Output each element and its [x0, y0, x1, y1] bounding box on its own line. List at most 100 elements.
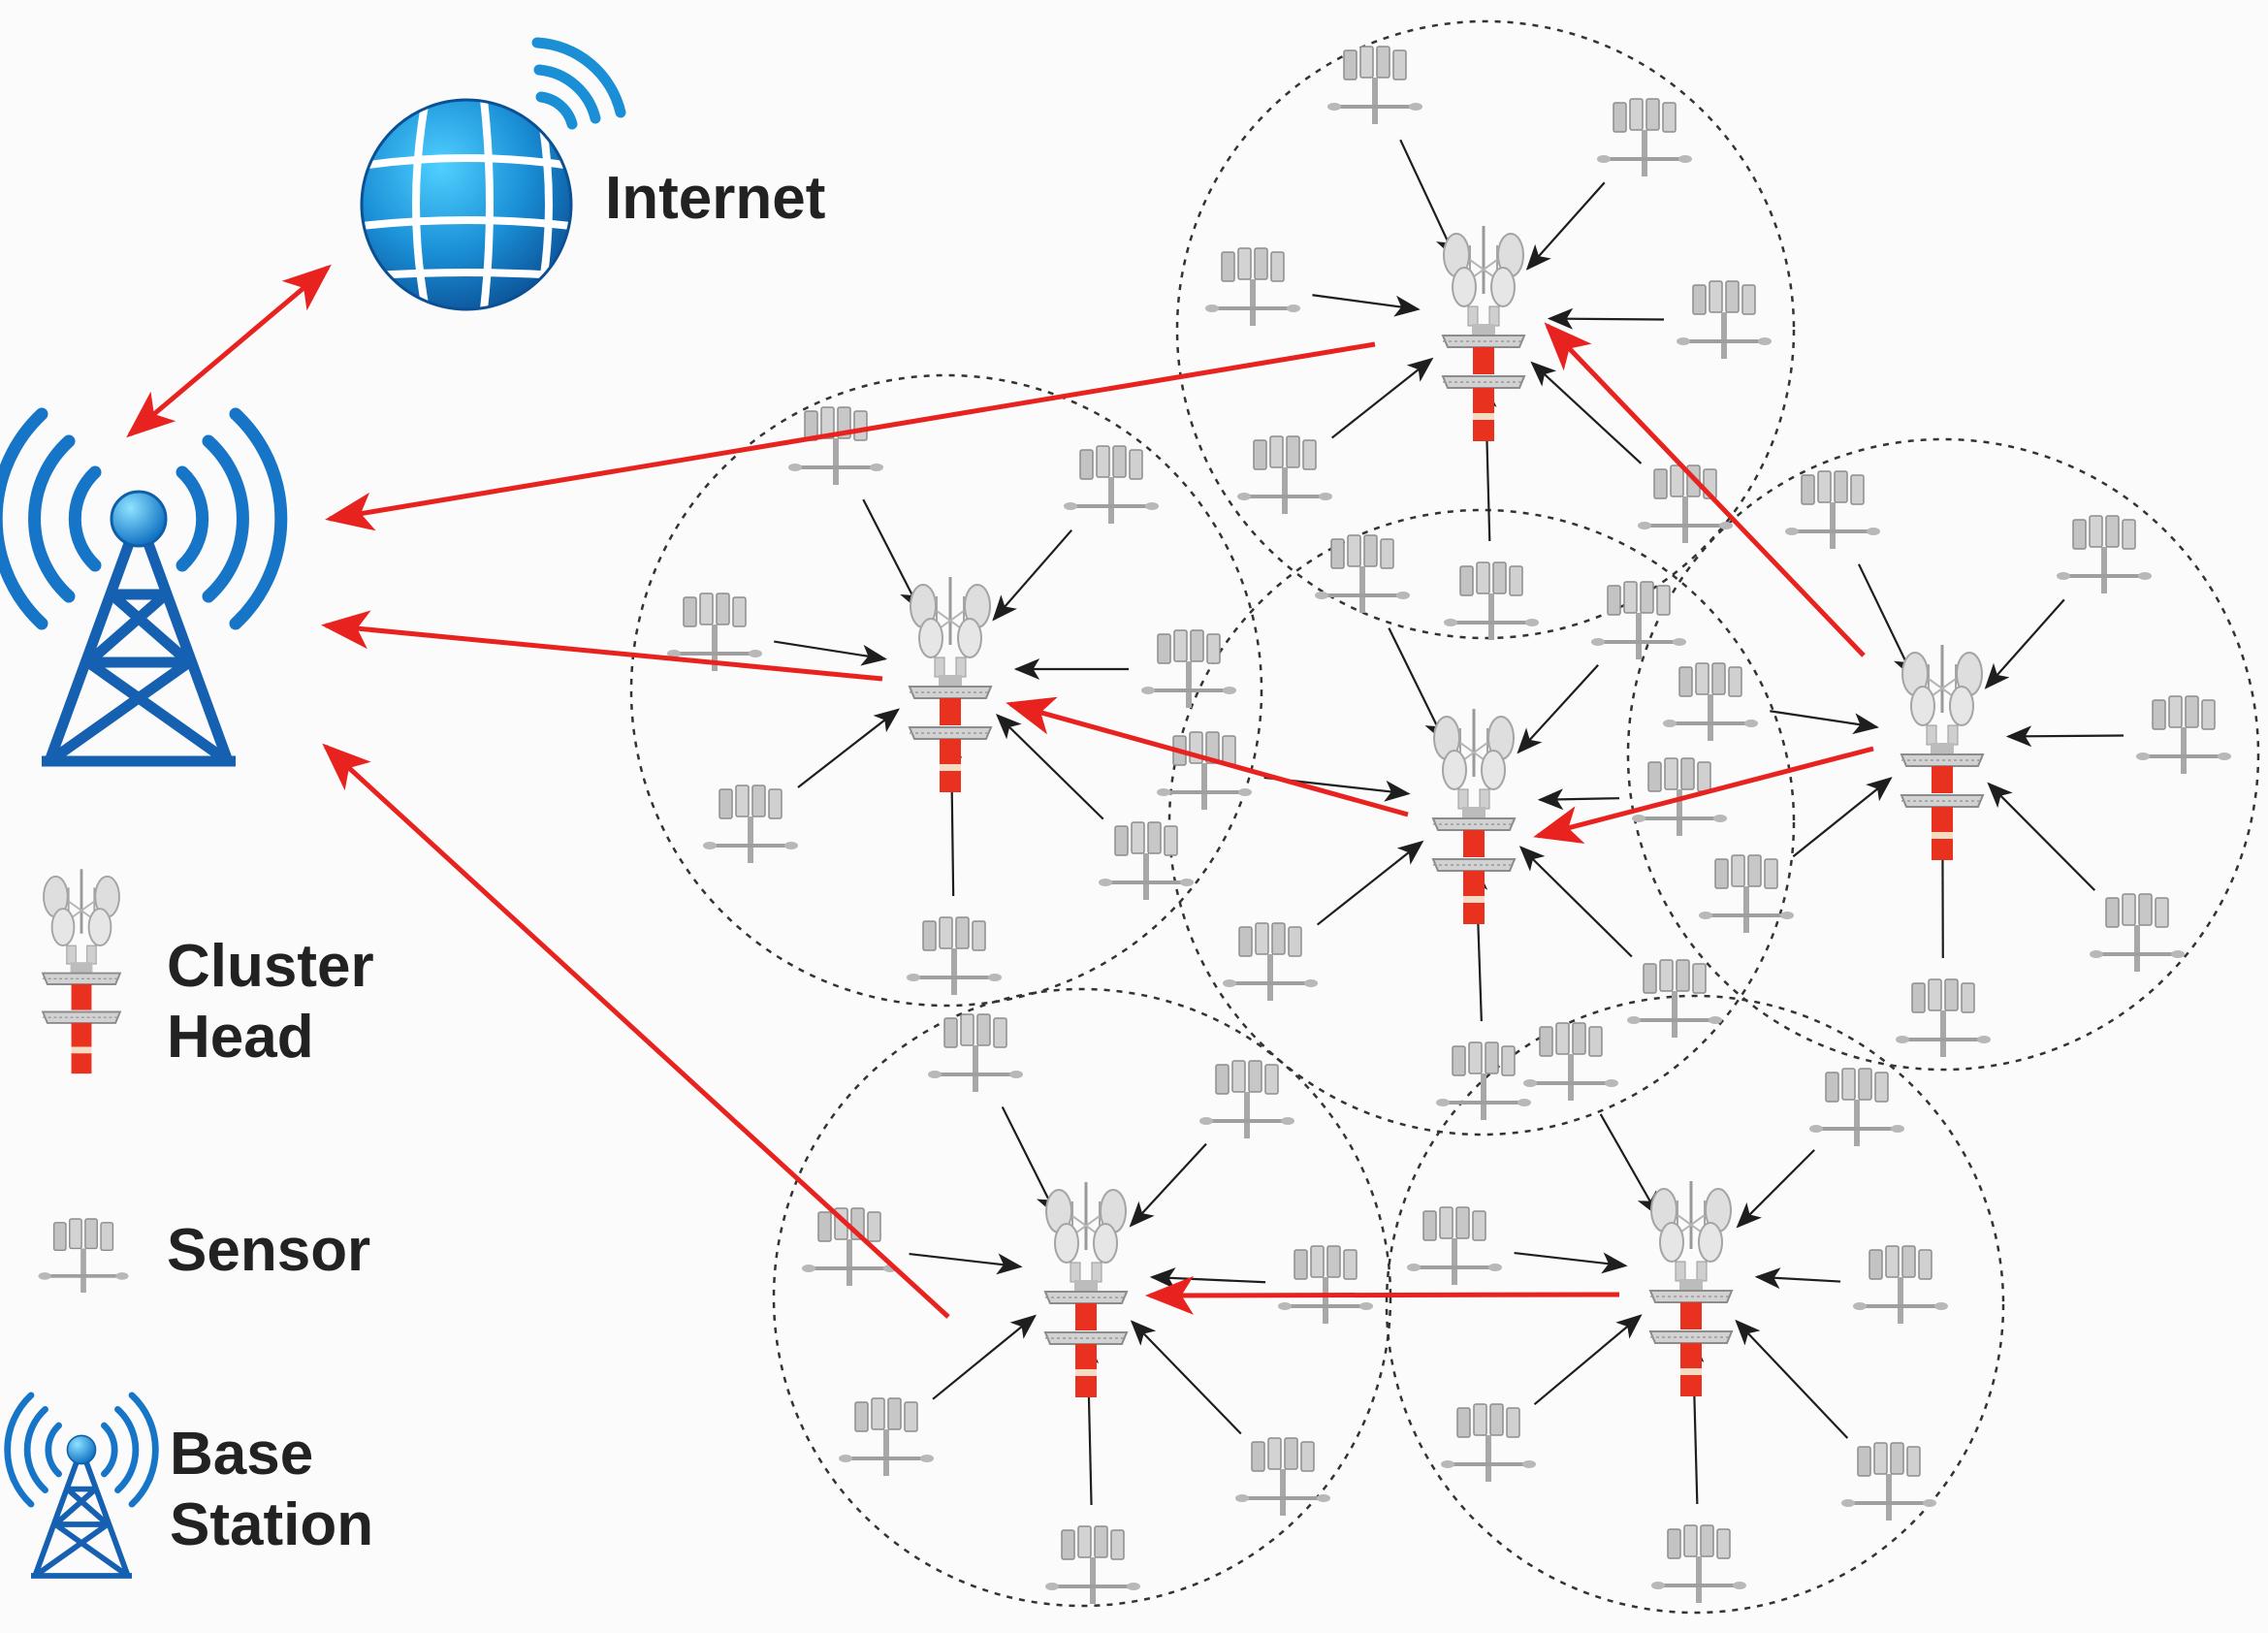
sensor-icon: [1625, 958, 1724, 1040]
sensor-to-cluster-head-arrow: [2005, 725, 2124, 748]
sensor-icon: [1595, 97, 1694, 178]
cluster-boundary-bottom-left: [772, 987, 1392, 1608]
sensor-to-cluster-head-arrow: [1770, 710, 1879, 735]
sensor-icon: [1649, 1523, 1748, 1605]
legend-sensor-label: Sensor: [167, 1217, 371, 1284]
sensor-icon: [1697, 853, 1796, 935]
sensor-icon: [1894, 977, 1993, 1059]
sensor-icon: [1442, 560, 1541, 642]
legend-cluster-head-icon: [41, 867, 122, 1075]
sensor-icon: [1439, 1402, 1538, 1484]
sensor-icon: [701, 784, 800, 865]
sensor-to-cluster-head-arrow: [1984, 598, 2065, 689]
sensor-icon: [1221, 921, 1320, 1003]
left-to-base-station-arrow: [321, 610, 883, 682]
sensor-to-cluster-head-arrow: [932, 1314, 1038, 1400]
cluster-head-tower-icon: [1441, 224, 1526, 443]
cluster-boundary-top: [1175, 19, 1796, 640]
sensor-icon: [1434, 1041, 1533, 1122]
cluster-boundary-bottom-right: [1385, 994, 2005, 1615]
sensor-to-cluster-head-arrow: [1399, 139, 1457, 261]
sensor-to-cluster-head-arrow: [1792, 777, 1893, 858]
right-to-middle-arrow: [1533, 746, 1874, 845]
legend-sensor-icon: [36, 1217, 131, 1295]
cluster-boundary-middle: [1167, 508, 1796, 1137]
sensor-to-cluster-head-arrow: [1599, 1113, 1660, 1218]
cluster-head-tower-icon: [1900, 643, 1985, 862]
sensor-icon: [2088, 892, 2187, 974]
sensor-icon: [1233, 1436, 1332, 1518]
sensor-to-cluster-head-arrow: [774, 640, 887, 666]
sensor-to-cluster-head-arrow: [797, 708, 901, 788]
sensor-icon: [1521, 1021, 1620, 1103]
sensor-icon: [1313, 533, 1412, 615]
sensor-icon: [1405, 1205, 1504, 1287]
top-to-base-station-arrow: [325, 341, 1376, 531]
sensor-to-cluster-head-arrow: [1736, 1149, 1815, 1229]
sensor-to-cluster-head-arrow: [1517, 664, 1599, 754]
internet-label: Internet: [605, 165, 826, 232]
legend-cluster-head-label: Cluster Head: [167, 933, 374, 1072]
sensor-icon: [1675, 279, 1773, 361]
cluster-head-tower-icon: [908, 575, 993, 794]
sensor-to-cluster-head-arrow: [1547, 307, 1665, 330]
cluster-head-tower-icon: [1431, 707, 1517, 926]
bottom-right-to-bottom-left-arrow: [1145, 1275, 1620, 1315]
sensor-to-cluster-head-arrow: [1388, 627, 1446, 744]
sensor-icon: [800, 1206, 899, 1288]
sensor-to-cluster-head-arrow: [1533, 1314, 1643, 1406]
right-to-top-arrow: [1544, 322, 1866, 657]
sensor-to-cluster-head-arrow: [1857, 563, 1915, 680]
sensor-to-cluster-head-arrow: [1130, 1320, 1242, 1435]
sensor-icon: [2134, 694, 2233, 776]
sensor-icon: [786, 405, 885, 487]
sensor-to-cluster-head-arrow: [909, 1252, 1023, 1275]
sensor-icon: [1235, 434, 1334, 516]
sensor-to-cluster-head-arrow: [995, 714, 1104, 820]
sensor-to-cluster-head-arrow: [1316, 840, 1424, 926]
wifi-waves-icon: [531, 37, 626, 130]
cluster-head-tower-icon: [1043, 1180, 1129, 1399]
sensor-icon: [1203, 246, 1302, 328]
sensor-icon: [1139, 628, 1238, 710]
internet-base-station-link-arrow: [126, 264, 332, 438]
sensor-to-cluster-head-arrow: [1312, 294, 1421, 317]
sensor-icon: [1062, 444, 1161, 526]
sensor-icon: [1807, 1067, 1906, 1148]
bottom-left-to-base-station-arrow: [322, 743, 950, 1319]
sensor-to-cluster-head-arrow: [1518, 846, 1633, 958]
sensor-to-cluster-head-arrow: [1530, 361, 1643, 464]
sensor-icon: [1839, 1441, 1938, 1522]
sensor-to-cluster-head-arrow: [1001, 1105, 1058, 1218]
sensor-icon: [1661, 661, 1760, 743]
sensor-to-cluster-head-arrow: [1525, 181, 1606, 271]
globe-icon: [360, 98, 573, 311]
sensor-icon: [1589, 580, 1688, 661]
sensor-to-cluster-head-arrow: [1330, 357, 1434, 439]
cluster-boundary-left: [629, 373, 1263, 1008]
sensor-to-cluster-head-arrow: [1129, 1142, 1207, 1228]
sensor-icon: [2055, 514, 2154, 595]
cluster-boundary-right: [1626, 437, 2260, 1072]
legend-base-station-label: Base Station: [170, 1421, 374, 1559]
sensor-to-cluster-head-arrow: [1754, 1267, 1841, 1290]
sensor-icon: [837, 1396, 936, 1478]
sensor-to-cluster-head-arrow: [992, 528, 1073, 622]
sensor-icon: [1043, 1524, 1142, 1606]
sensor-icon: [1783, 469, 1882, 551]
sensor-icon: [1276, 1244, 1375, 1326]
sensor-icon: [905, 915, 1004, 997]
sensor-to-cluster-head-arrow: [1735, 1319, 1849, 1439]
cluster-head-tower-icon: [1648, 1179, 1734, 1398]
sensor-icon: [1155, 730, 1254, 812]
sensor-icon: [1198, 1059, 1296, 1140]
middle-to-left-arrow: [1006, 696, 1409, 817]
sensor-to-cluster-head-arrow: [1987, 782, 2096, 891]
base-station-icon: [0, 414, 281, 761]
sensor-icon: [1097, 820, 1196, 902]
sensor-icon: [926, 1012, 1025, 1094]
legend-base-station-icon: [8, 1395, 156, 1576]
sensor-to-cluster-head-arrow: [1149, 1267, 1266, 1290]
sensor-to-cluster-head-arrow: [1514, 1251, 1628, 1274]
